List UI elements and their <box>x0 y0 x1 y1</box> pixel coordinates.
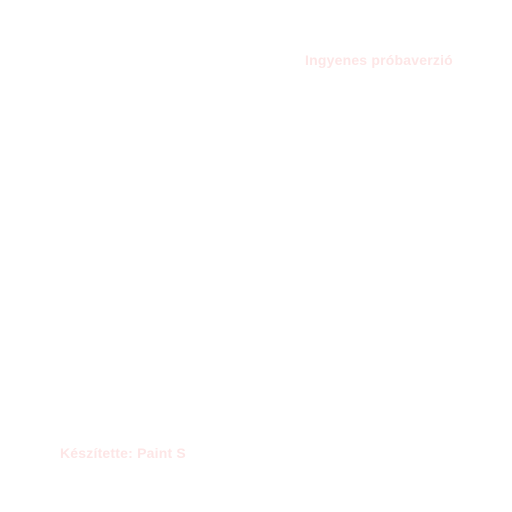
free-trial-watermark: Ingyenes próbaverzió <box>305 52 453 68</box>
created-by-watermark: Készítette: Paint S <box>60 445 186 461</box>
